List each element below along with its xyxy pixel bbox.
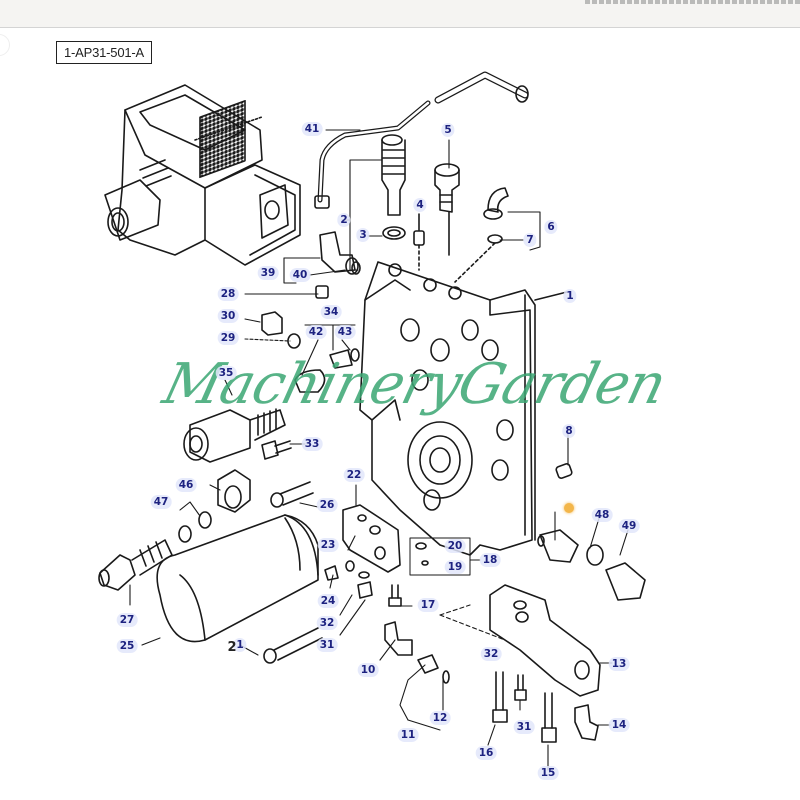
- part-47-seal-a: [178, 525, 192, 543]
- callout-49[interactable]: 49: [618, 519, 640, 533]
- part-11-fitting: [417, 654, 439, 674]
- callout-40[interactable]: 40: [289, 268, 311, 282]
- part-13-valve: [489, 584, 601, 697]
- callout-46[interactable]: 46: [175, 478, 197, 492]
- callout-9-highlighted[interactable]: 9: [564, 503, 574, 513]
- part-15-bolt: [541, 692, 557, 743]
- part-31-bolt: [357, 581, 373, 599]
- callout-23[interactable]: 23: [317, 538, 339, 552]
- callout-1-bolt[interactable]: 1: [233, 638, 247, 652]
- callout-43[interactable]: 43: [334, 325, 356, 339]
- part-28-plug: [315, 285, 329, 299]
- leader-1: [534, 291, 568, 301]
- part-49-cap: [605, 562, 646, 601]
- callout-33[interactable]: 33: [301, 437, 323, 451]
- part-22-flange: [342, 504, 401, 573]
- part-46-banjo: [217, 469, 251, 513]
- part-4-plug: [413, 213, 425, 271]
- part-32-washer: [358, 571, 370, 579]
- callout-8[interactable]: 8: [562, 424, 576, 438]
- callout-6[interactable]: 6: [544, 220, 558, 234]
- part-10-elbow: [384, 621, 413, 656]
- part-20-washer: [415, 542, 427, 550]
- callout-27[interactable]: 27: [116, 613, 138, 627]
- truncated-header-text: [585, 0, 800, 4]
- transmission-housing: [104, 84, 301, 266]
- part-14-elbow: [574, 704, 599, 741]
- part-17-bolt: [388, 584, 402, 607]
- part-16-bolt: [492, 671, 508, 723]
- part-2-valve-spool: [381, 134, 406, 240]
- callout-34[interactable]: 34: [320, 305, 342, 319]
- part-40-seal: [351, 261, 361, 275]
- part-5-plug: [434, 163, 460, 256]
- callout-48[interactable]: 48: [591, 508, 613, 522]
- callout-12[interactable]: 12: [429, 711, 451, 725]
- part-29-seal: [287, 333, 301, 349]
- part-26-bolt: [270, 481, 314, 508]
- callout-7[interactable]: 7: [523, 233, 537, 247]
- callout-19[interactable]: 19: [444, 560, 466, 574]
- callout-1[interactable]: 1: [563, 289, 577, 303]
- callout-42[interactable]: 42: [305, 325, 327, 339]
- part-1-valve-block: [359, 261, 536, 556]
- part-24-bolt: [324, 565, 339, 581]
- part-35-solenoid: [183, 408, 286, 463]
- callout-2[interactable]: 2: [337, 213, 351, 227]
- callout-30[interactable]: 30: [217, 309, 239, 323]
- part-33-bolt: [261, 440, 292, 460]
- callout-4[interactable]: 4: [413, 198, 427, 212]
- part-47-seal-b: [198, 511, 212, 529]
- callout-16[interactable]: 16: [475, 746, 497, 760]
- part-6-elbow: [454, 187, 509, 283]
- callout-41[interactable]: 41: [301, 122, 323, 136]
- diagram-reference-code: 1-AP31-501-A: [56, 41, 152, 64]
- part-23-seal: [345, 560, 355, 572]
- callout-24[interactable]: 24: [317, 594, 339, 608]
- callout-35[interactable]: 35: [215, 366, 237, 380]
- part-41-pipe: [314, 71, 529, 209]
- callout-31[interactable]: 31: [316, 638, 338, 652]
- callout-22[interactable]: 22: [343, 468, 365, 482]
- callout-39[interactable]: 39: [257, 266, 279, 280]
- callout-47[interactable]: 47: [150, 495, 172, 509]
- callout-2-bolt-qty: 2: [227, 640, 237, 655]
- part-30-plug: [261, 311, 283, 336]
- part-12-seal: [442, 670, 450, 684]
- callout-14[interactable]: 14: [608, 718, 630, 732]
- callout-20[interactable]: 20: [444, 539, 466, 553]
- callout-18[interactable]: 18: [479, 553, 501, 567]
- callout-10[interactable]: 10: [357, 663, 379, 677]
- part-8-spacer: [555, 463, 573, 479]
- callout-25[interactable]: 25: [116, 639, 138, 653]
- part-31-bolt-b: [514, 674, 527, 701]
- callout-26[interactable]: 26: [316, 498, 338, 512]
- part-48-clamp: [586, 544, 604, 566]
- part-19-seal: [421, 560, 429, 566]
- part-27-fitting: [98, 539, 173, 591]
- callout-17[interactable]: 17: [417, 598, 439, 612]
- callout-31-lower[interactable]: 31: [513, 720, 535, 734]
- callout-13[interactable]: 13: [608, 657, 630, 671]
- callout-29[interactable]: 29: [217, 331, 239, 345]
- part-25-filter: [156, 514, 319, 643]
- callout-5[interactable]: 5: [441, 123, 455, 137]
- part-34-42-43-fitting: [294, 348, 360, 393]
- part-1-long-bolt: [263, 627, 323, 664]
- callout-15[interactable]: 15: [537, 766, 559, 780]
- callout-32-lower[interactable]: 32: [480, 647, 502, 661]
- callout-28[interactable]: 28: [217, 287, 239, 301]
- callout-11[interactable]: 11: [397, 728, 419, 742]
- callout-3[interactable]: 3: [356, 228, 370, 242]
- browser-top-bar: [0, 0, 800, 28]
- callout-32[interactable]: 32: [316, 616, 338, 630]
- part-9-pressure-switch: [537, 529, 579, 563]
